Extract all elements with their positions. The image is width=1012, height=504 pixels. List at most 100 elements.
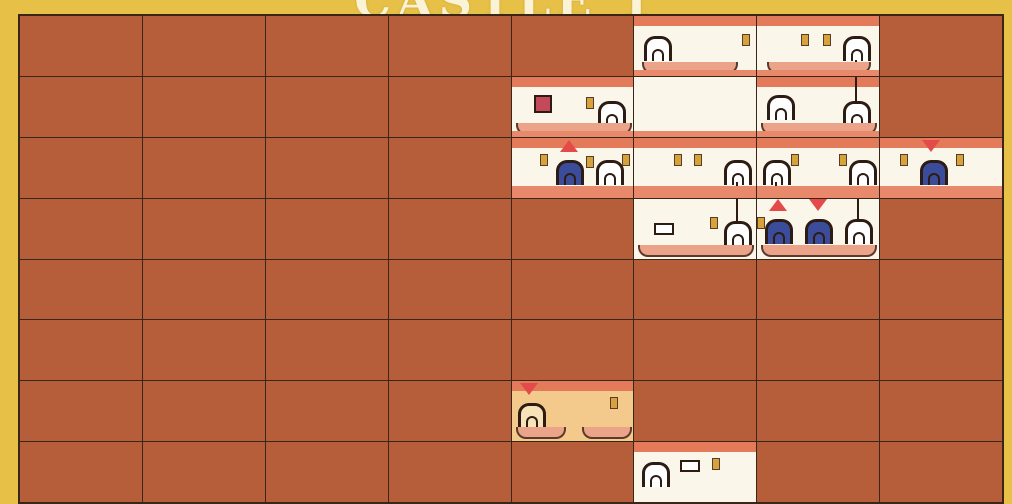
rope-icon: [736, 199, 738, 221]
room-2-7[interactable]: [880, 138, 1002, 198]
wall-cell: [143, 77, 265, 137]
wall-sconce-icon: [712, 458, 720, 470]
wall-cell: [20, 381, 142, 441]
wall-sconce-icon: [622, 154, 630, 166]
gem-icon: [534, 95, 552, 113]
wall-cell: [880, 199, 1002, 259]
wall-sconce-icon: [801, 34, 809, 46]
floor-band: [634, 70, 756, 76]
room-3-5[interactable]: [634, 199, 756, 259]
wall-cell: [143, 381, 265, 441]
wall-cell: [266, 442, 388, 502]
wall-cell: [389, 16, 511, 76]
castle-grid: [18, 14, 1004, 504]
blue-door-icon[interactable]: [805, 219, 833, 244]
wall-cell: [880, 16, 1002, 76]
rope-icon: [857, 199, 859, 219]
wall-cell: [389, 381, 511, 441]
wall-cell: [880, 320, 1002, 380]
wall-sconce-icon: [956, 154, 964, 166]
wall-sconce-icon: [710, 217, 718, 229]
wall-cell: [389, 138, 511, 198]
room-1-4[interactable]: [512, 77, 634, 137]
wall-cell: [20, 77, 142, 137]
room-2-6[interactable]: [757, 138, 879, 198]
wall-sconce-icon: [757, 217, 765, 229]
floor-band: [634, 186, 756, 198]
ceiling-band: [634, 16, 756, 26]
wall-cell: [143, 260, 265, 320]
room-7-5[interactable]: [634, 442, 756, 502]
arch-door-icon: [763, 160, 791, 185]
wall-cell: [389, 199, 511, 259]
wall-cell: [880, 442, 1002, 502]
ceiling-band: [757, 77, 879, 87]
blue-door-icon[interactable]: [556, 160, 584, 185]
ceiling-band: [634, 138, 756, 148]
floor-band: [880, 186, 1002, 198]
wall-cell: [143, 199, 265, 259]
arch-door-icon: [724, 221, 752, 246]
floor-band: [757, 131, 879, 137]
bone-item-icon[interactable]: [680, 460, 700, 472]
room-2-4[interactable]: [512, 138, 634, 198]
wall-cell: [143, 442, 265, 502]
wall-sconce-icon: [791, 154, 799, 166]
room-0-5[interactable]: [634, 16, 756, 76]
room-1-5[interactable]: [634, 77, 756, 137]
up-arrow-icon: [769, 199, 787, 211]
bone-item-icon[interactable]: [654, 223, 674, 235]
arch-door-icon: [596, 160, 624, 185]
room-6-4[interactable]: [512, 381, 634, 441]
wall-cell: [266, 199, 388, 259]
wall-cell: [20, 260, 142, 320]
ledge-platform: [761, 245, 877, 257]
ceiling-band: [512, 77, 634, 87]
wall-cell: [389, 77, 511, 137]
wall-sconce-icon: [610, 397, 618, 409]
wall-cell: [20, 442, 142, 502]
blue-door-icon[interactable]: [920, 160, 948, 185]
wall-cell: [512, 320, 634, 380]
arch-door-icon: [644, 36, 672, 61]
wall-cell: [634, 260, 756, 320]
arch-door-icon: [843, 36, 871, 61]
floor-band: [512, 131, 634, 137]
wall-sconce-icon: [900, 154, 908, 166]
floor-band: [757, 70, 879, 76]
wall-sconce-icon: [742, 34, 750, 46]
down-arrow-icon: [520, 383, 538, 395]
wall-cell: [757, 260, 879, 320]
wall-cell: [20, 16, 142, 76]
room-0-6[interactable]: [757, 16, 879, 76]
ledge-platform: [582, 427, 632, 439]
ceiling-band: [757, 16, 879, 26]
wall-cell: [20, 138, 142, 198]
wall-sconce-icon: [540, 154, 548, 166]
up-arrow-icon: [560, 140, 578, 152]
wall-cell: [389, 320, 511, 380]
wall-cell: [20, 199, 142, 259]
arch-door-icon: [518, 403, 546, 428]
wall-cell: [634, 320, 756, 380]
wall-cell: [512, 260, 634, 320]
wall-cell: [143, 16, 265, 76]
wall-cell: [389, 442, 511, 502]
wall-cell: [20, 320, 142, 380]
wall-cell: [757, 320, 879, 380]
wall-cell: [512, 442, 634, 502]
wall-cell: [389, 260, 511, 320]
room-3-6[interactable]: [757, 199, 879, 259]
wall-sconce-icon: [586, 156, 594, 168]
arch-door-icon: [767, 95, 795, 120]
wall-sconce-icon: [823, 34, 831, 46]
blue-door-icon[interactable]: [765, 219, 793, 244]
floor-band: [757, 186, 879, 198]
wall-sconce-icon: [839, 154, 847, 166]
wall-cell: [266, 77, 388, 137]
room-1-6[interactable]: [757, 77, 879, 137]
rope-icon: [855, 77, 857, 101]
room-2-5[interactable]: [634, 138, 756, 198]
wall-cell: [266, 381, 388, 441]
